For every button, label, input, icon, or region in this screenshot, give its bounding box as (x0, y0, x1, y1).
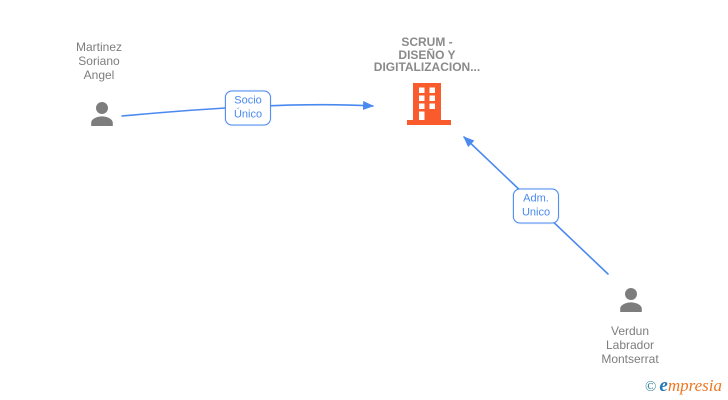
node-label-martinez: Martinez Soriano Angel (76, 40, 122, 82)
node-label-scrum: SCRUM - DISEÑO Y DIGITALIZACION... (374, 36, 480, 74)
person-icon-verdun[interactable] (613, 282, 649, 318)
empresia-logo: ©empresia (645, 376, 722, 397)
logo-brand-initial: e (659, 375, 668, 396)
node-label-line: Angel (83, 68, 115, 82)
node-label-line: Verdun (610, 324, 650, 338)
logo-brand-rest: mpresia (667, 376, 722, 395)
edge-label-line: Socio (234, 94, 262, 107)
node-label-verdun: Verdun Labrador Montserrat (601, 324, 658, 366)
node-label-line: Martinez (75, 40, 123, 54)
edge-label-socio-unico: Socio Único (224, 90, 272, 126)
node-label-line: Montserrat (601, 352, 659, 366)
person-icon-martinez[interactable] (84, 96, 120, 132)
building-icon-scrum[interactable] (407, 83, 451, 125)
edge-label-line: Unico (521, 206, 551, 219)
edge-label-line: Adm. (523, 192, 549, 205)
node-label-line: DISEÑO Y (398, 47, 456, 62)
copyright-icon: © (645, 379, 657, 395)
node-label-line: Soriano (78, 54, 120, 68)
edge-label-adm-unico: Adm. Unico (512, 188, 560, 224)
node-label-line: DIGITALIZACION... (373, 60, 481, 74)
node-label-line: SCRUM - (401, 35, 453, 49)
edge-label-line: Único (233, 108, 263, 121)
node-label-line: Labrador (605, 338, 655, 352)
